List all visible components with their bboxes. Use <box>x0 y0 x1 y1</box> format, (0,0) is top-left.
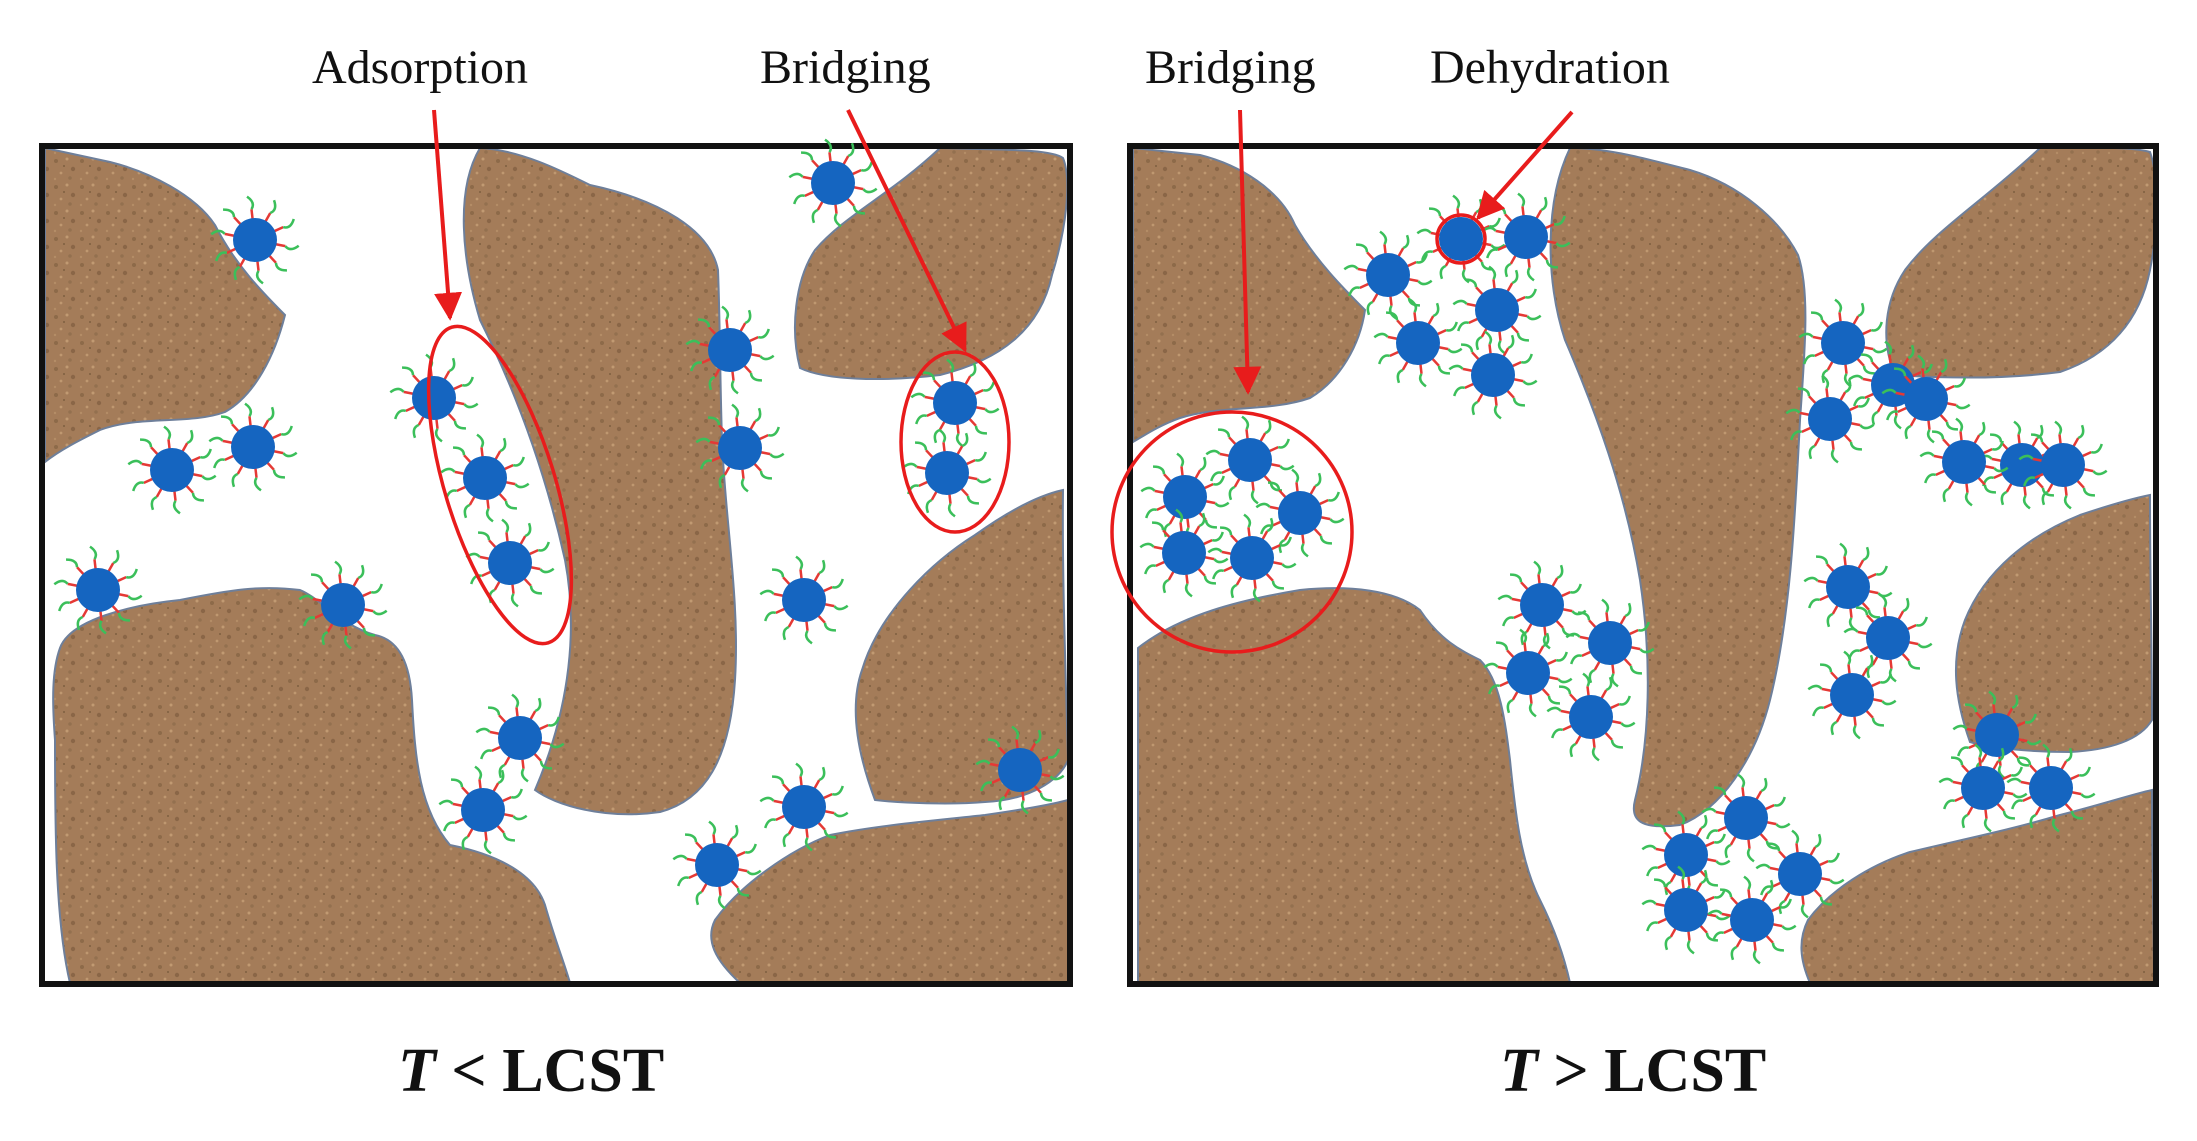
polymer-molecule <box>208 402 298 492</box>
polymer-molecule <box>2006 743 2096 833</box>
polymer-molecule <box>1448 330 1538 420</box>
dehydration-label: Dehydration <box>1430 41 1670 94</box>
polymer-molecule <box>685 305 775 395</box>
polymer-molecule <box>1343 230 1433 320</box>
polymer-molecule <box>1641 865 1731 955</box>
polymer-molecule <box>1452 265 1542 355</box>
bridging-label-left: Bridging <box>760 41 931 94</box>
soil-particle <box>52 587 572 984</box>
soil-particle <box>1549 146 1807 828</box>
polymer-molecule <box>902 428 992 518</box>
polymer-molecule <box>2018 420 2108 510</box>
polymers-right <box>1139 192 2108 965</box>
polymer-molecule <box>1139 508 1229 598</box>
polymer-molecule <box>1641 810 1731 900</box>
bridging-highlight-right <box>1110 410 1354 654</box>
polymer-molecule <box>1919 417 2009 507</box>
polymer-molecule <box>1205 415 1295 505</box>
polymer-molecule <box>438 765 528 855</box>
right-caption-text: > LCST <box>1537 1037 1767 1105</box>
soil-particle <box>44 146 287 465</box>
soil-particle <box>1885 146 2158 379</box>
panel-frame <box>39 143 1073 987</box>
polymer-molecule <box>1843 593 1933 683</box>
soil-particle <box>1954 493 2154 754</box>
polymer-molecule <box>1803 542 1893 632</box>
polymer-molecule <box>1807 650 1897 740</box>
soil-particles-left <box>44 146 1072 984</box>
polymer-molecule <box>672 820 762 910</box>
temperature-symbol: T <box>1500 1037 1538 1105</box>
bridging-arrow-left <box>846 109 967 353</box>
left-panel <box>39 109 1073 987</box>
polymer-molecule <box>127 425 217 515</box>
polymer-molecule <box>695 403 785 493</box>
polymer-molecule <box>1373 298 1463 388</box>
polymer-molecule <box>53 545 143 635</box>
polymer-molecule <box>1207 513 1297 603</box>
polymer-molecule <box>1483 628 1573 718</box>
adsorption-highlight <box>426 324 574 646</box>
polymer-molecule <box>788 138 878 228</box>
bridging-arrow-right <box>1233 109 1262 395</box>
soil-particles-right <box>1132 146 2158 984</box>
polymer-molecule <box>465 518 555 608</box>
soil-particle <box>1137 587 1572 984</box>
polymer-molecule <box>389 353 479 443</box>
adsorption-label: Adsorption <box>312 41 528 94</box>
polymer-molecule <box>210 195 300 285</box>
right-caption: T > LCST <box>1500 1040 1766 1102</box>
polymer-molecule <box>1140 452 1230 542</box>
right-panel <box>1110 109 2159 987</box>
polymer-molecule <box>975 725 1065 815</box>
temperature-symbol: T <box>398 1037 436 1105</box>
polymer-molecule <box>759 762 849 852</box>
soil-particle <box>1800 788 2156 984</box>
polymer-molecule <box>1755 829 1845 919</box>
polymer-molecule <box>1481 192 1571 282</box>
polymer-molecule <box>1255 468 1345 558</box>
soil-particle <box>794 146 1069 380</box>
adsorption-arrow <box>432 109 463 321</box>
dehydration-highlight <box>1435 213 1487 265</box>
panel-frame <box>1127 143 2159 987</box>
polymer-molecule <box>1546 672 1636 762</box>
soil-particle <box>1132 146 1367 444</box>
polymer-molecule <box>1565 598 1655 688</box>
annotations-left <box>426 109 1011 646</box>
polymer-molecule <box>475 693 565 783</box>
polymer-molecule <box>1497 560 1587 650</box>
polymer-molecule <box>1707 875 1797 965</box>
polymer-molecule <box>1938 743 2028 833</box>
polymer-molecule <box>910 358 1000 448</box>
bridging-label-right: Bridging <box>1145 41 1316 94</box>
left-caption-text: < LCST <box>435 1037 665 1105</box>
polymer-molecule <box>1785 374 1875 464</box>
polymer-molecule <box>440 433 530 523</box>
polymer-molecule <box>1798 298 1888 388</box>
polymer-molecule <box>1881 354 1971 444</box>
polymer-molecule <box>1701 773 1791 863</box>
polymer-molecule <box>759 555 849 645</box>
polymers-left <box>53 138 1065 910</box>
left-caption: T < LCST <box>398 1040 664 1102</box>
soil-particle <box>854 488 1070 805</box>
dehydration-arrow <box>1476 110 1574 221</box>
polymer-molecule <box>298 560 388 650</box>
annotations-right <box>1110 109 1574 654</box>
soil-particle <box>462 146 737 816</box>
